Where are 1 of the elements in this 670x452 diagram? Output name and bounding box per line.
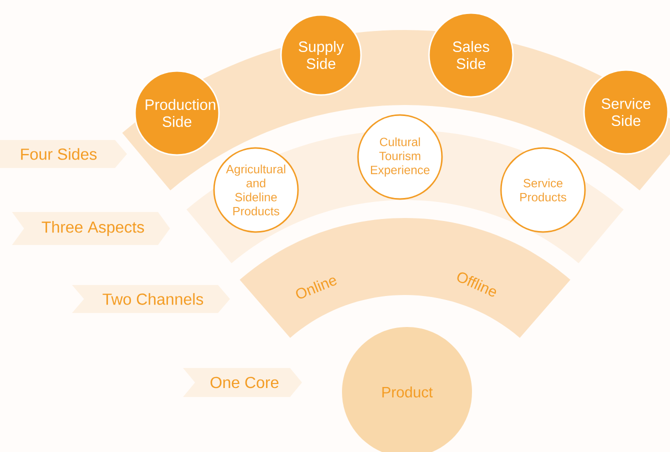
arc-band: Online Offline	[240, 218, 570, 338]
